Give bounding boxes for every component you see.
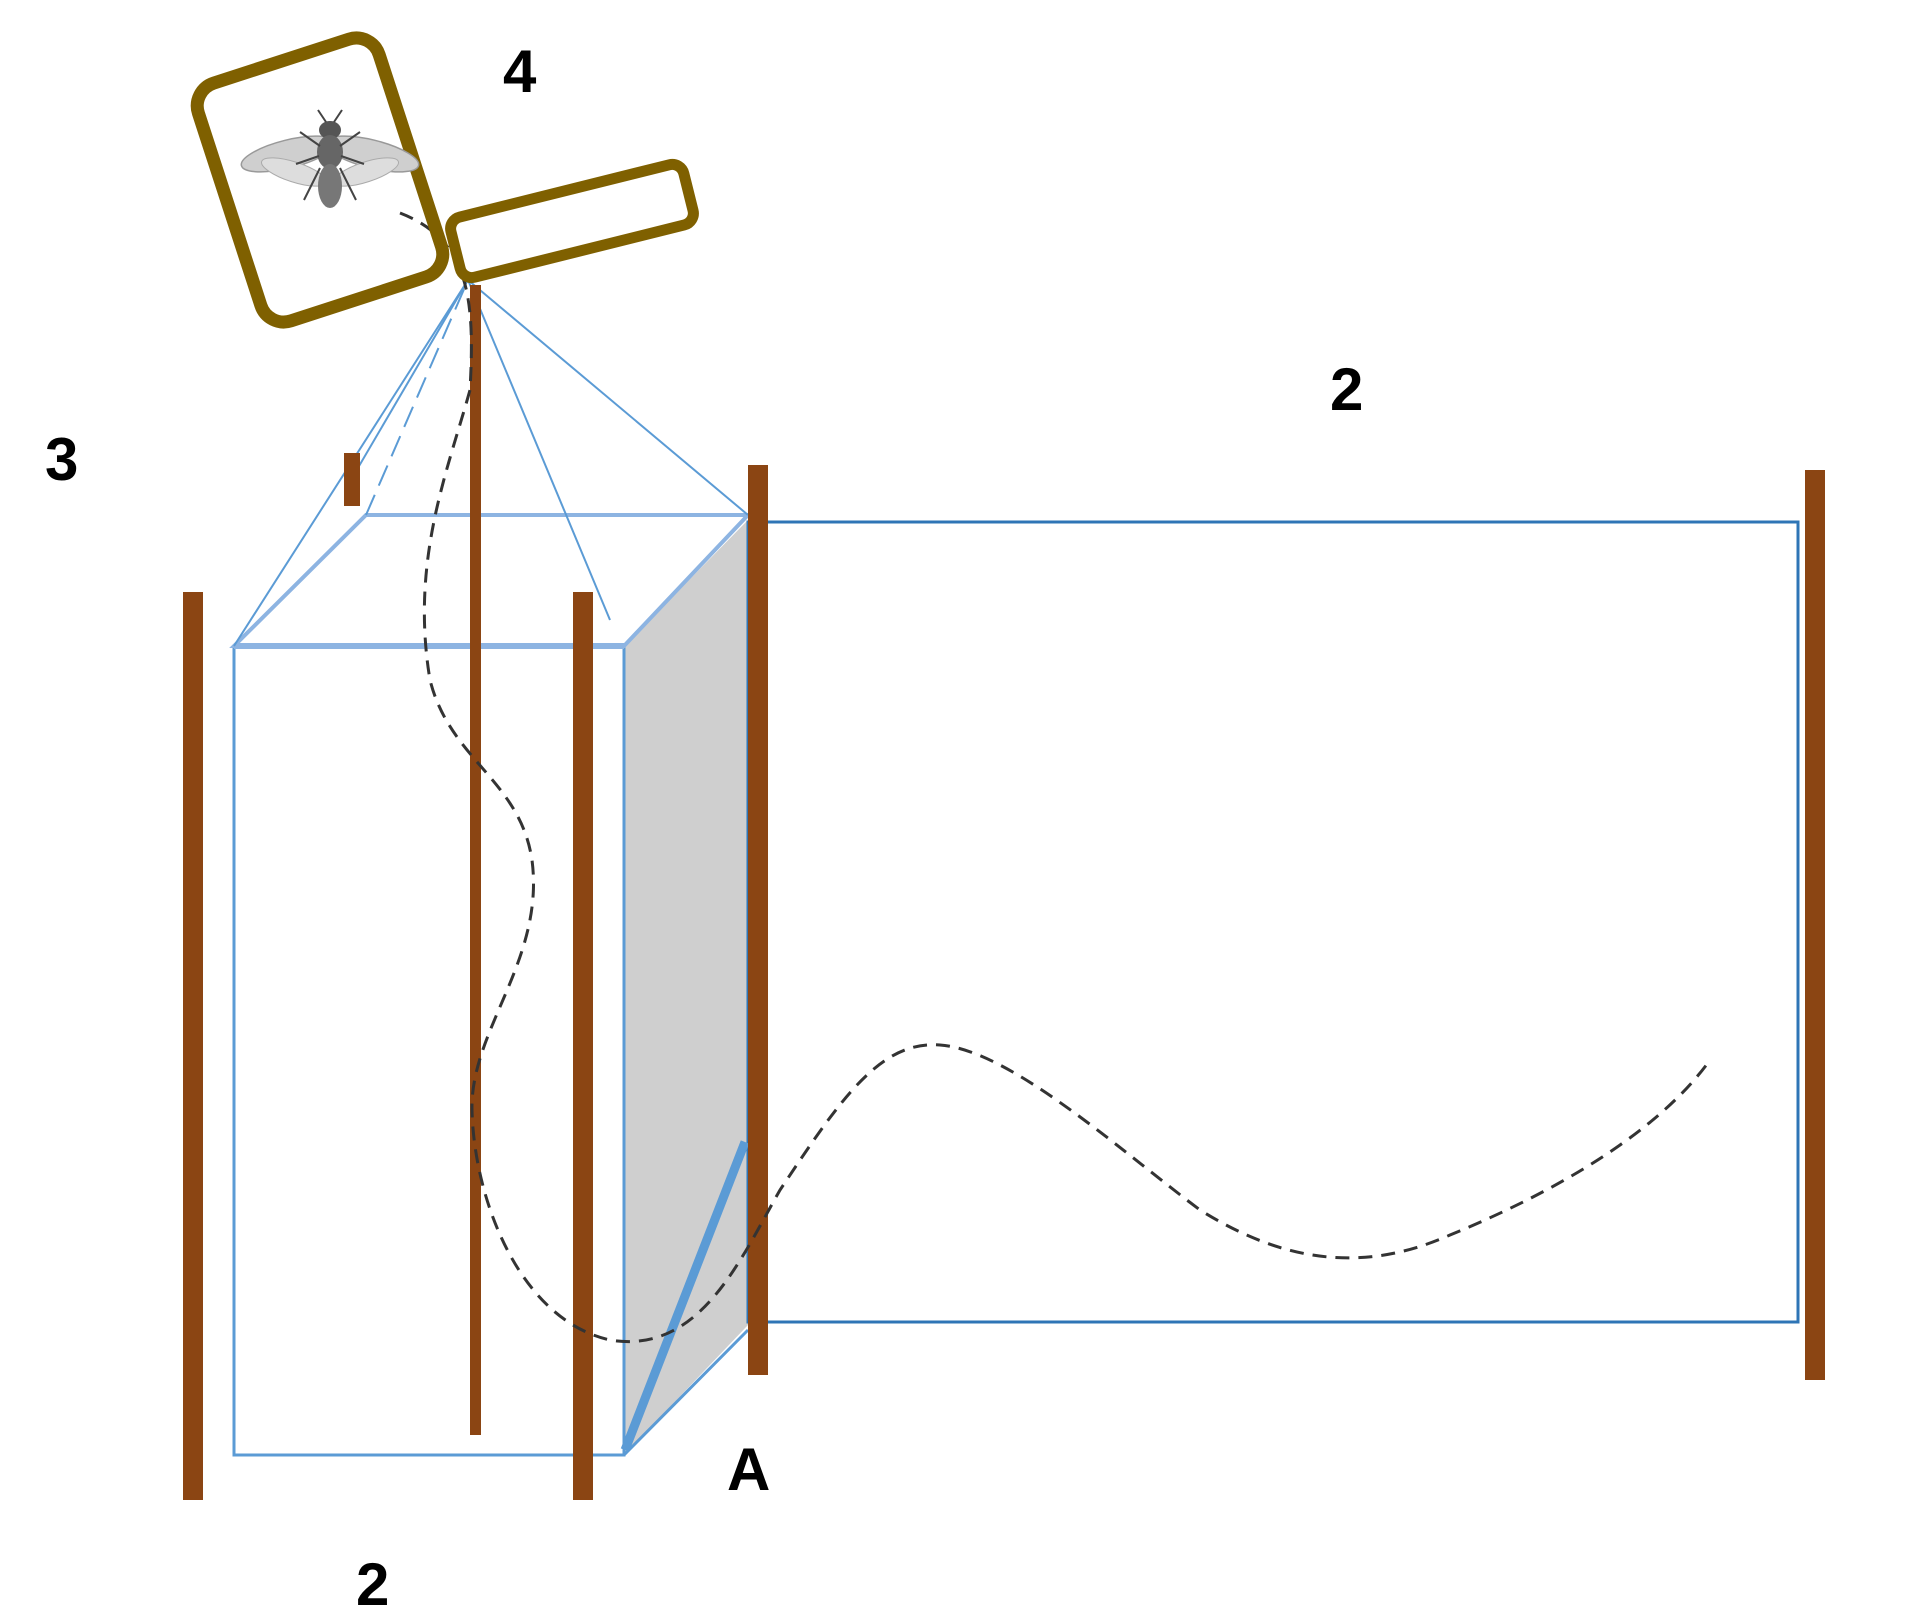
diagonal-band	[620, 1140, 750, 1452]
label-left-number: 3	[45, 426, 78, 493]
pole-middle-front	[573, 592, 593, 1500]
label-right-number: 2	[1330, 356, 1363, 423]
label-corner-letter: A	[727, 1436, 770, 1503]
pole-back-stub	[344, 453, 360, 506]
label-bottom-number: 2	[356, 1551, 389, 1611]
insect-cage	[190, 31, 699, 329]
poles	[183, 285, 1825, 1500]
box-net-bottom-right-edge	[622, 1328, 750, 1457]
flight-path	[399, 211, 1712, 1344]
box-net-front	[232, 644, 626, 1457]
cage-square	[190, 31, 450, 329]
shaded-side-panel	[624, 520, 748, 1455]
pole-left-front	[183, 592, 203, 1500]
pole-center-thin	[470, 285, 481, 1435]
long-net-rectangle	[746, 520, 1800, 1324]
cage-tube	[445, 158, 699, 284]
fly-icon	[240, 109, 420, 208]
pole-far-right	[1805, 470, 1825, 1380]
cone-lines	[233, 279, 749, 647]
label-top-number: 4	[503, 38, 537, 105]
pole-box-right	[748, 465, 768, 1375]
